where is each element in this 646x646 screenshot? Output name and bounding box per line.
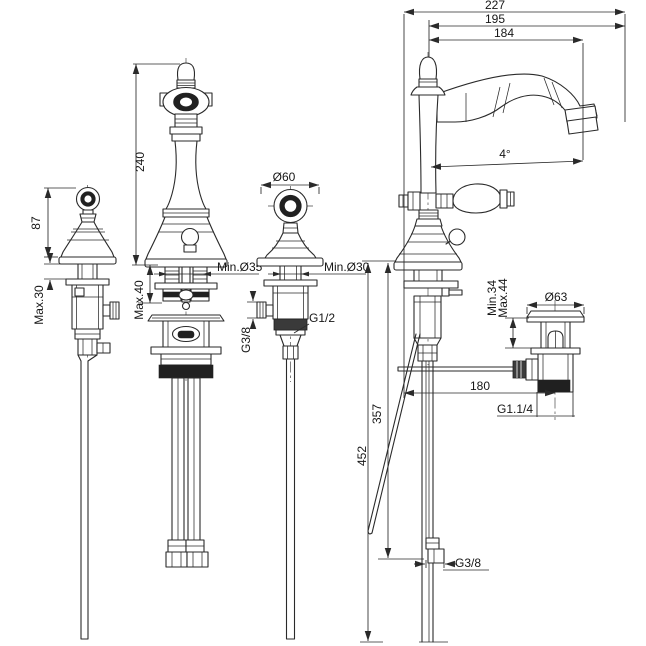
dim-handle-inlet-thread: G3/8	[239, 291, 264, 353]
handle-front-view	[256, 188, 324, 640]
dim-label-max40: Max.40	[132, 280, 146, 320]
dim-drain-flange-diameter: Ø63	[526, 290, 585, 314]
dim-spout-angle: 4°	[430, 147, 584, 170]
dim-label-227: 227	[485, 0, 505, 12]
dim-label-d63: Ø63	[545, 290, 568, 304]
handle-side-view	[58, 186, 120, 640]
dim-handle-valve-thread: G1/2	[293, 311, 335, 334]
dim-label-4deg: 4°	[499, 147, 511, 161]
dim-label-max44: Max.44	[496, 278, 510, 318]
dim-min-hole-spout: Min.Ø35	[154, 260, 263, 277]
dim-label-g38-supply: G3/8	[455, 556, 481, 570]
dim-label-184: 184	[494, 26, 514, 40]
dim-label-195: 195	[485, 12, 505, 26]
dim-label-d60: Ø60	[273, 170, 296, 184]
dim-label-g12: G1/2	[309, 311, 335, 325]
dim-drain-offset: 180	[404, 379, 555, 397]
dim-label-87: 87	[29, 216, 43, 230]
dim-max-deck-spout: Max.40	[132, 265, 162, 320]
dim-label-240: 240	[133, 152, 147, 172]
dim-label-min34: Min.34	[485, 280, 499, 316]
dim-label-g38-handle: G3/8	[239, 327, 253, 353]
dim-spout-height: 240	[132, 63, 180, 266]
dim-label-max30: Max.30	[32, 285, 46, 325]
spout-front-view	[144, 62, 228, 568]
dim-hose-reach: 357 452	[355, 260, 448, 643]
dim-label-g114: G1.1/4	[497, 402, 533, 416]
drain-side-view	[512, 310, 585, 417]
dim-min-hole-handle: Min.Ø30	[268, 260, 370, 277]
dim-handle-top-diameter: Ø60	[260, 170, 320, 194]
dim-label-357: 357	[370, 404, 384, 424]
dim-max-deck-handle: Max.30	[32, 253, 66, 325]
dim-drain-thread: G1.1/4	[497, 402, 575, 417]
dim-label-452: 452	[355, 446, 369, 466]
dim-supply-thread: G3/8	[414, 556, 489, 571]
dim-label-180: 180	[470, 379, 490, 393]
dim-drain-clamp-range: Min.34 Max.44	[485, 278, 533, 349]
dim-top-widths: 227 195 184	[403, 0, 626, 398]
dim-label-min-d30: Min.Ø30	[324, 260, 370, 274]
dim-label-min-d35: Min.Ø35	[217, 260, 263, 274]
